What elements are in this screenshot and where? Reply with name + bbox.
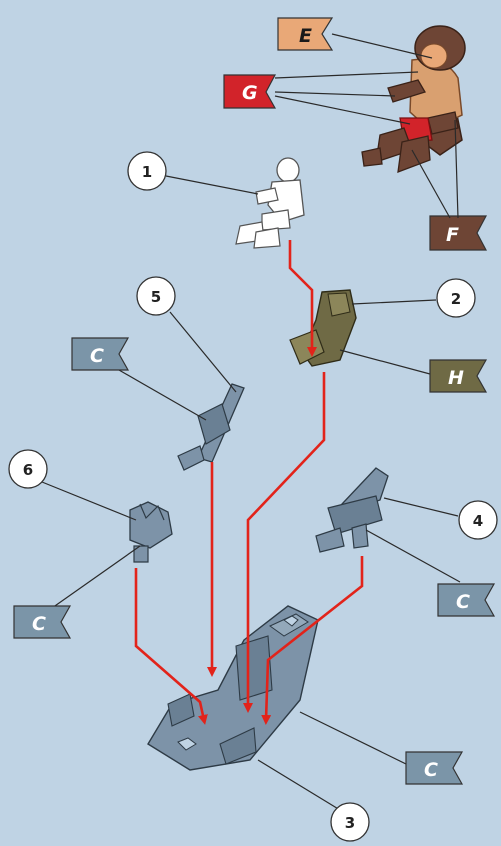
callout-3: 3 (330, 802, 370, 842)
flag-C-upper-left: C (71, 337, 130, 371)
arrow-pilot-to-seat (288, 240, 317, 357)
svg-text:H: H (448, 367, 464, 389)
svg-text:6: 6 (23, 461, 33, 479)
flag-G: G (223, 74, 277, 109)
svg-text:5: 5 (151, 288, 161, 306)
svg-text:1: 1 (142, 163, 152, 181)
svg-text:F: F (446, 224, 459, 246)
svg-text:4: 4 (473, 512, 483, 530)
svg-text:2: 2 (451, 290, 461, 308)
svg-text:C: C (424, 759, 438, 781)
flag-F: F (429, 215, 487, 251)
callout-4: 4 (458, 500, 498, 540)
base-part-3 (147, 605, 319, 771)
svg-text:3: 3 (345, 814, 355, 832)
bracket-part-4 (315, 467, 389, 553)
rail-part-5 (177, 383, 245, 471)
flag-E: E (277, 17, 334, 51)
svg-text:G: G (242, 82, 258, 104)
svg-text:C: C (32, 613, 46, 635)
callout-1: 1 (127, 151, 167, 191)
flag-C-right-upper: C (437, 583, 496, 617)
svg-text:E: E (299, 25, 312, 47)
flag-C-right-lower: C (405, 751, 464, 785)
stick-part-6 (129, 501, 173, 563)
seat-part-2 (289, 289, 357, 367)
flag-H: H (429, 359, 488, 393)
svg-text:C: C (90, 345, 104, 367)
painted-pilot-figure (361, 25, 466, 173)
arrow-bracket-to-base (261, 556, 364, 725)
pilot-part-1 (235, 157, 305, 249)
flag-C-lower-left: C (13, 605, 72, 639)
svg-text:C: C (456, 591, 470, 613)
callout-5: 5 (136, 276, 176, 316)
arrow-seat-to-base (243, 372, 326, 713)
callout-2: 2 (436, 278, 476, 318)
arrow-stick-to-base (134, 568, 208, 725)
callout-6: 6 (8, 449, 48, 489)
